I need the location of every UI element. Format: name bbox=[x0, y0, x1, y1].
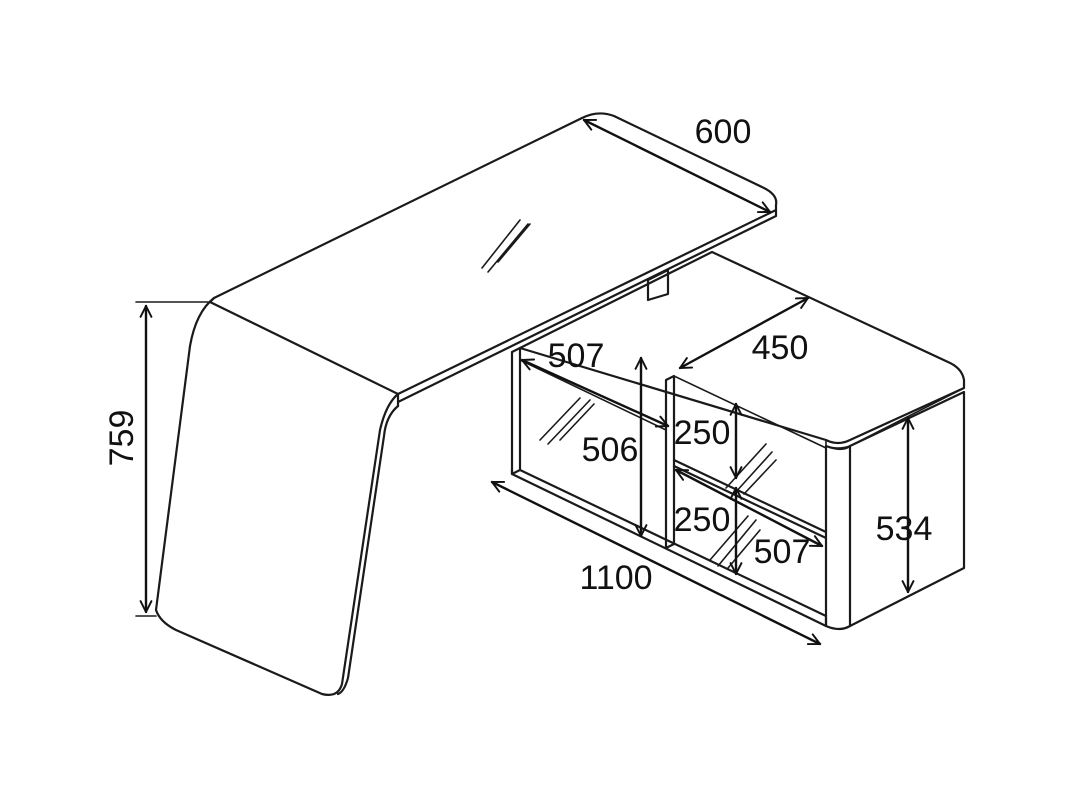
label-desk-height: 759 bbox=[103, 410, 141, 467]
label-top-depth: 600 bbox=[695, 113, 752, 151]
label-lower-compartment: 250 bbox=[674, 501, 731, 539]
label-cabinet-depth: 450 bbox=[752, 329, 809, 367]
label-upper-compartment: 250 bbox=[674, 414, 731, 452]
desk-top-edge bbox=[396, 208, 778, 408]
label-shelf-depth-lower: 507 bbox=[754, 533, 811, 571]
cabinet-left-panel bbox=[510, 346, 522, 476]
dim-line-cabinet-length bbox=[490, 480, 822, 646]
dimension-lines bbox=[135, 118, 915, 646]
glass-reflection-marks bbox=[481, 219, 777, 569]
desk-leg-inner bbox=[336, 404, 400, 696]
reflection-mark-upper-glass bbox=[725, 443, 777, 495]
label-shelf-height: 506 bbox=[582, 431, 639, 469]
dim-line-cabinet-depth bbox=[678, 296, 810, 370]
label-cabinet-height: 534 bbox=[876, 510, 933, 548]
dim-line-top-depth bbox=[582, 118, 772, 214]
dimension-labels: 600 759 507 450 506 250 250 507 534 1100 bbox=[103, 113, 932, 597]
label-shelf-depth-upper: 507 bbox=[548, 337, 605, 375]
reflection-mark-desk-top bbox=[481, 219, 531, 273]
desk bbox=[154, 112, 778, 696]
cabinet-top bbox=[518, 250, 966, 445]
cabinet-corner-post bbox=[824, 444, 852, 631]
label-cabinet-length: 1100 bbox=[579, 559, 652, 597]
desk-leg-outer bbox=[154, 296, 400, 696]
